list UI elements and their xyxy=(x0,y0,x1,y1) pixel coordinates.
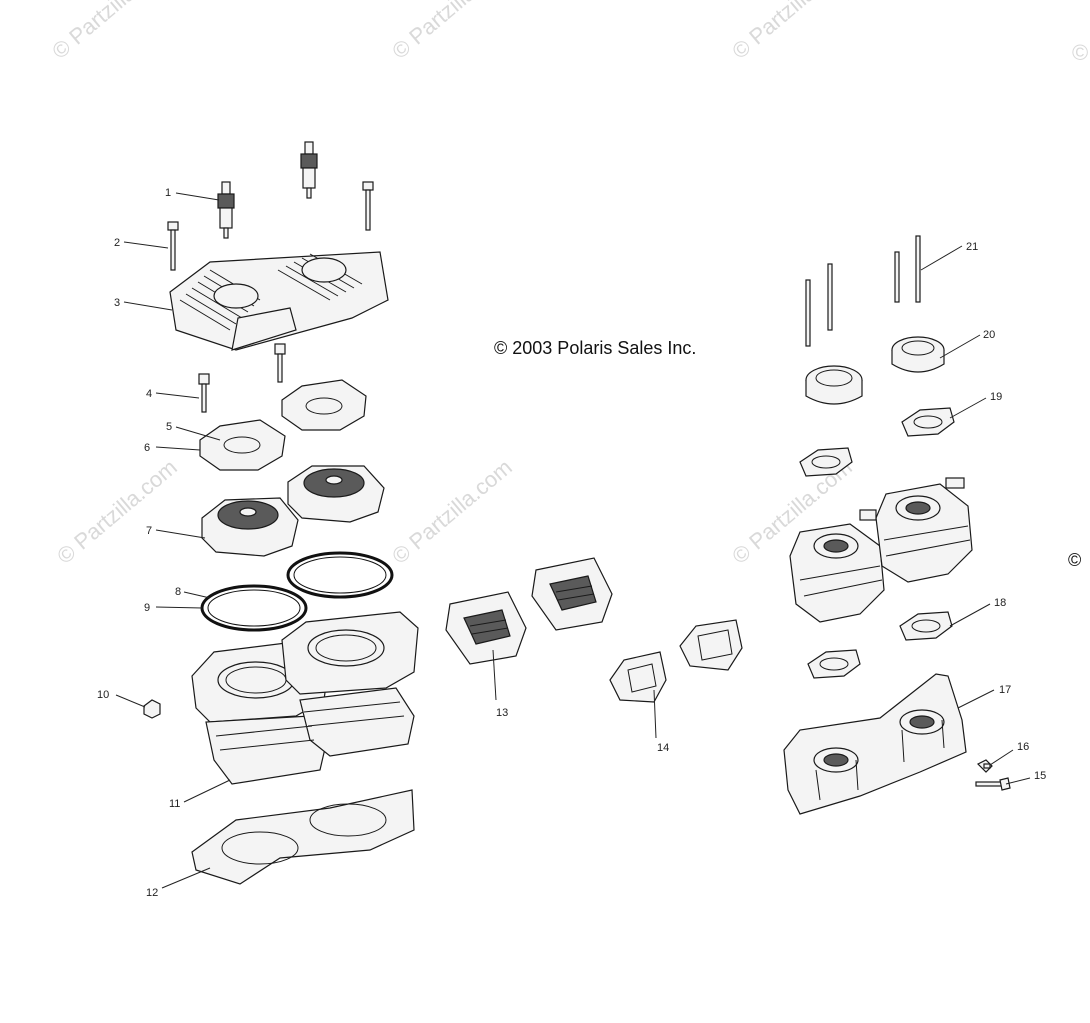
callout-6: 6 xyxy=(144,442,150,454)
callout-19: 19 xyxy=(990,391,1002,403)
callout-5: 5 xyxy=(166,421,172,433)
callout-18: 18 xyxy=(994,597,1006,609)
callout-20: 20 xyxy=(983,329,995,341)
callouts: 1 2 3 4 5 6 7 8 9 10 11 12 13 14 15 16 1… xyxy=(97,187,1046,899)
watermark-top-4: © xyxy=(1072,40,1088,65)
watermark-top-2: © Partzilla.com xyxy=(387,0,517,64)
watermark-top-3: © Partzilla.com xyxy=(727,0,857,64)
callout-8: 8 xyxy=(175,586,181,598)
callout-1: 1 xyxy=(165,187,171,199)
part-intake-manifold xyxy=(783,673,967,815)
part-reed-valve xyxy=(445,557,613,665)
part-cap-nut xyxy=(143,699,161,719)
part-head-gasket xyxy=(199,379,367,471)
part-long-bolt xyxy=(167,181,374,271)
part-intake-gasket xyxy=(807,611,953,679)
part-spark-plug xyxy=(217,141,318,239)
watermark-top-1: © Partzilla.com xyxy=(47,0,177,64)
part-bolt xyxy=(975,777,1011,791)
copyright-notice: © 2003 Polaris Sales Inc. xyxy=(494,338,696,358)
part-adapter xyxy=(805,336,945,405)
part-cylinder-head xyxy=(169,251,389,351)
callout-16: 16 xyxy=(1017,741,1029,753)
callout-15: 15 xyxy=(1034,770,1046,782)
edge-copyright-mark: © xyxy=(1068,550,1081,570)
part-carb-gasket xyxy=(799,407,955,477)
callout-21: 21 xyxy=(966,241,978,253)
part-short-bolt xyxy=(198,343,286,413)
watermark-mid-2: © Partzilla.com xyxy=(387,454,517,568)
part-base-gasket xyxy=(191,789,415,885)
callout-13: 13 xyxy=(496,707,508,719)
part-carburetor xyxy=(789,477,973,623)
watermark-mid-1: © Partzilla.com xyxy=(52,454,182,568)
callout-17: 17 xyxy=(999,684,1011,696)
leader-lines xyxy=(115,192,1031,889)
callout-3: 3 xyxy=(114,297,120,309)
part-stud xyxy=(805,235,921,347)
callout-2: 2 xyxy=(114,237,120,249)
callout-7: 7 xyxy=(146,525,152,537)
callout-4: 4 xyxy=(146,388,152,400)
part-combustion-dome xyxy=(201,465,385,557)
callout-11: 11 xyxy=(169,798,180,810)
callout-14: 14 xyxy=(657,742,669,754)
part-o-ring xyxy=(200,551,394,632)
callout-10: 10 xyxy=(97,689,109,701)
callout-9: 9 xyxy=(144,602,150,614)
part-cylinder xyxy=(191,611,419,785)
part-reed-spacer xyxy=(609,619,743,703)
callout-12: 12 xyxy=(146,887,158,899)
part-screw xyxy=(976,759,993,773)
